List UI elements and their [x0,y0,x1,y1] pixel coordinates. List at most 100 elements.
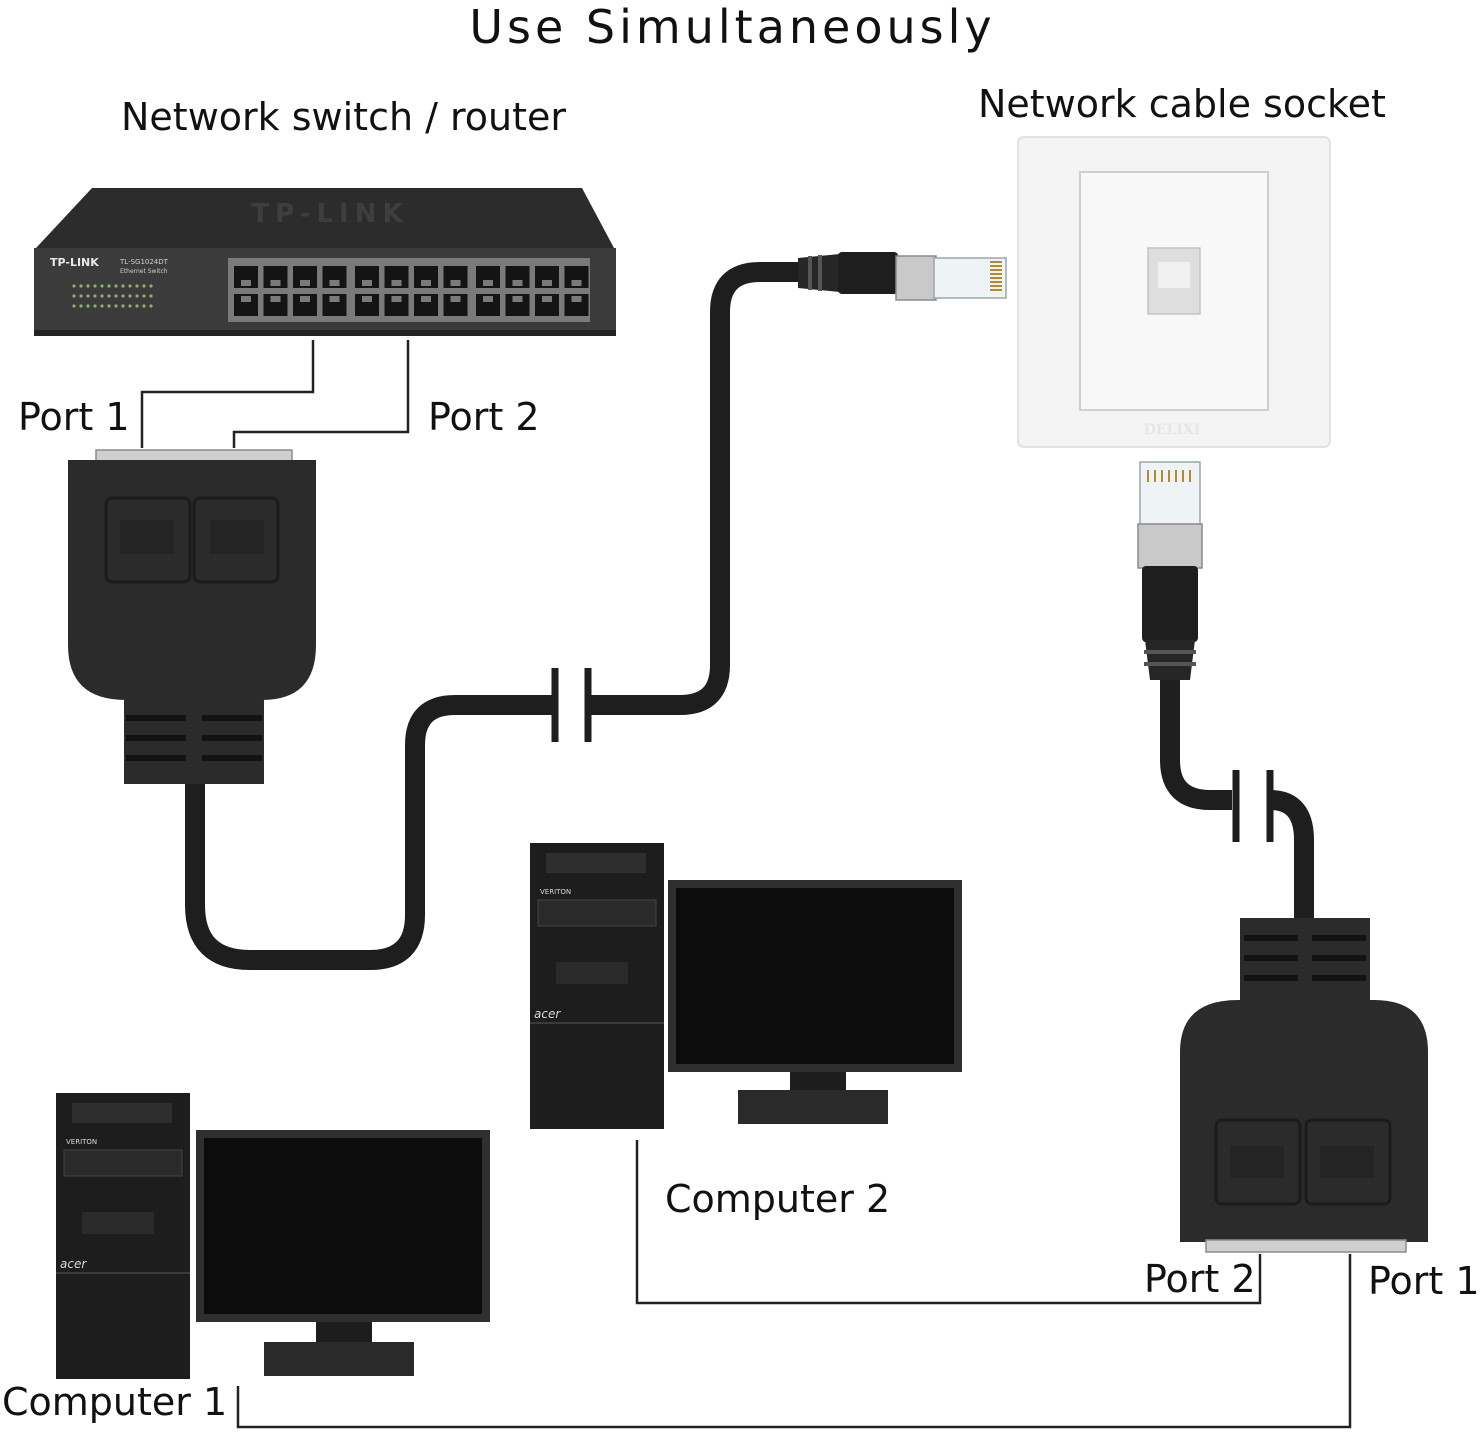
switch-port [293,266,317,288]
switch-port [505,266,530,288]
label-network-socket: Network cable socket [978,82,1386,126]
switch-model-label: TL-SG1024DT [119,258,169,266]
switch-port [322,294,347,316]
cable-socket-to-adapter [1160,680,1314,922]
switch-port [443,294,468,316]
switch-brand-label: TP-LINK [50,256,99,269]
switch-port-latch [329,296,340,302]
connector-lines [140,340,1352,1429]
switch-port [234,294,258,316]
switch-port-latch [300,280,310,286]
switch-led [86,284,90,288]
label-network-switch: Network switch / router [121,95,567,139]
label-computer-2: Computer 2 [665,1177,891,1221]
switch-led [79,304,83,308]
line-switch-to-left-port1 [140,340,315,448]
switch-port [564,266,589,288]
switch-port-latch [300,296,310,302]
diagram-title: Use Simultaneously [469,0,996,54]
label-right-port-2: Port 2 [1144,1257,1256,1301]
socket-brand: DELIXI [1144,422,1201,438]
switch-led [114,284,118,288]
switch-led [135,284,139,288]
rj45-plug-socket-bottom [1137,461,1203,680]
cable-break-symbol [551,668,592,742]
switch-port-latch [483,280,493,286]
label-left-port-1: Port 1 [18,395,130,439]
rj45-plug-socket-top [798,252,1007,301]
wall-socket: DELIXI [1017,136,1331,448]
switch-led [100,284,104,288]
switch-led [121,284,125,288]
switch-led [128,284,132,288]
switch-port-latch [391,296,402,302]
switch-led [86,294,90,298]
switch-led [149,284,153,288]
switch-port [355,294,379,316]
switch-port [234,266,258,288]
line-switch-to-left-port2 [232,340,410,448]
switch-port-latch [421,296,431,302]
switch-port-latch [450,296,461,302]
splitter-adapter-right [1180,918,1428,1253]
switch-led [128,304,132,308]
switch-led [142,304,146,308]
switch-port [505,294,530,316]
switch-top-logo: TP-LINK [251,199,408,229]
line-computer1-to-right-port1 [236,1254,1352,1429]
switch-led [149,294,153,298]
switch-led [100,304,104,308]
switch-led [107,294,111,298]
switch-led [135,304,139,308]
switch-port [263,266,288,288]
switch-led-panel [72,284,153,308]
switch-port [384,294,409,316]
switch-led [93,284,97,288]
switch-led [72,284,76,288]
switch-led [93,304,97,308]
label-left-port-2: Port 2 [428,395,540,439]
line-computer2-to-right-port2 [635,1140,1262,1305]
switch-led [72,294,76,298]
switch-port [263,294,288,316]
switch-port [293,294,317,316]
switch-port [414,294,438,316]
switch-port [535,294,559,316]
switch-port [384,266,409,288]
switch-led [79,294,83,298]
computer-1: VERITON acer [56,1093,490,1379]
switch-led [107,284,111,288]
pc1-series: VERITON [66,1138,97,1146]
switch-port [322,266,347,288]
pc2-series: VERITON [540,888,571,896]
switch-port-latch [421,280,431,286]
label-computer-1: Computer 1 [2,1380,228,1424]
switch-led [114,304,118,308]
switch-port [443,266,468,288]
switch-port-latch [270,296,281,302]
label-right-port-1: Port 1 [1368,1259,1480,1303]
switch-port-latch [542,280,552,286]
splitter-adapter-left [68,449,316,784]
switch-port [476,294,500,316]
switch-led [142,294,146,298]
switch-led [100,294,104,298]
switch-port [476,266,500,288]
switch-led [114,294,118,298]
network-switch: TP-LINK TP-LINK TL-SG1024DT Ethernet Swi… [34,188,616,336]
computer-2: VERITON acer [530,843,962,1129]
pc2-brand: acer [534,1007,561,1021]
switch-led [128,294,132,298]
switch-port-latch [571,296,582,302]
switch-led [86,304,90,308]
switch-led [79,284,83,288]
cable-switch-to-socket [185,262,800,970]
cable-break-symbol-right [1232,770,1274,842]
switch-port-latch [270,280,281,286]
switch-port [414,266,438,288]
switch-port-latch [512,280,523,286]
pc1-brand: acer [60,1257,87,1271]
switch-port-latch [483,296,493,302]
switch-led [135,294,139,298]
